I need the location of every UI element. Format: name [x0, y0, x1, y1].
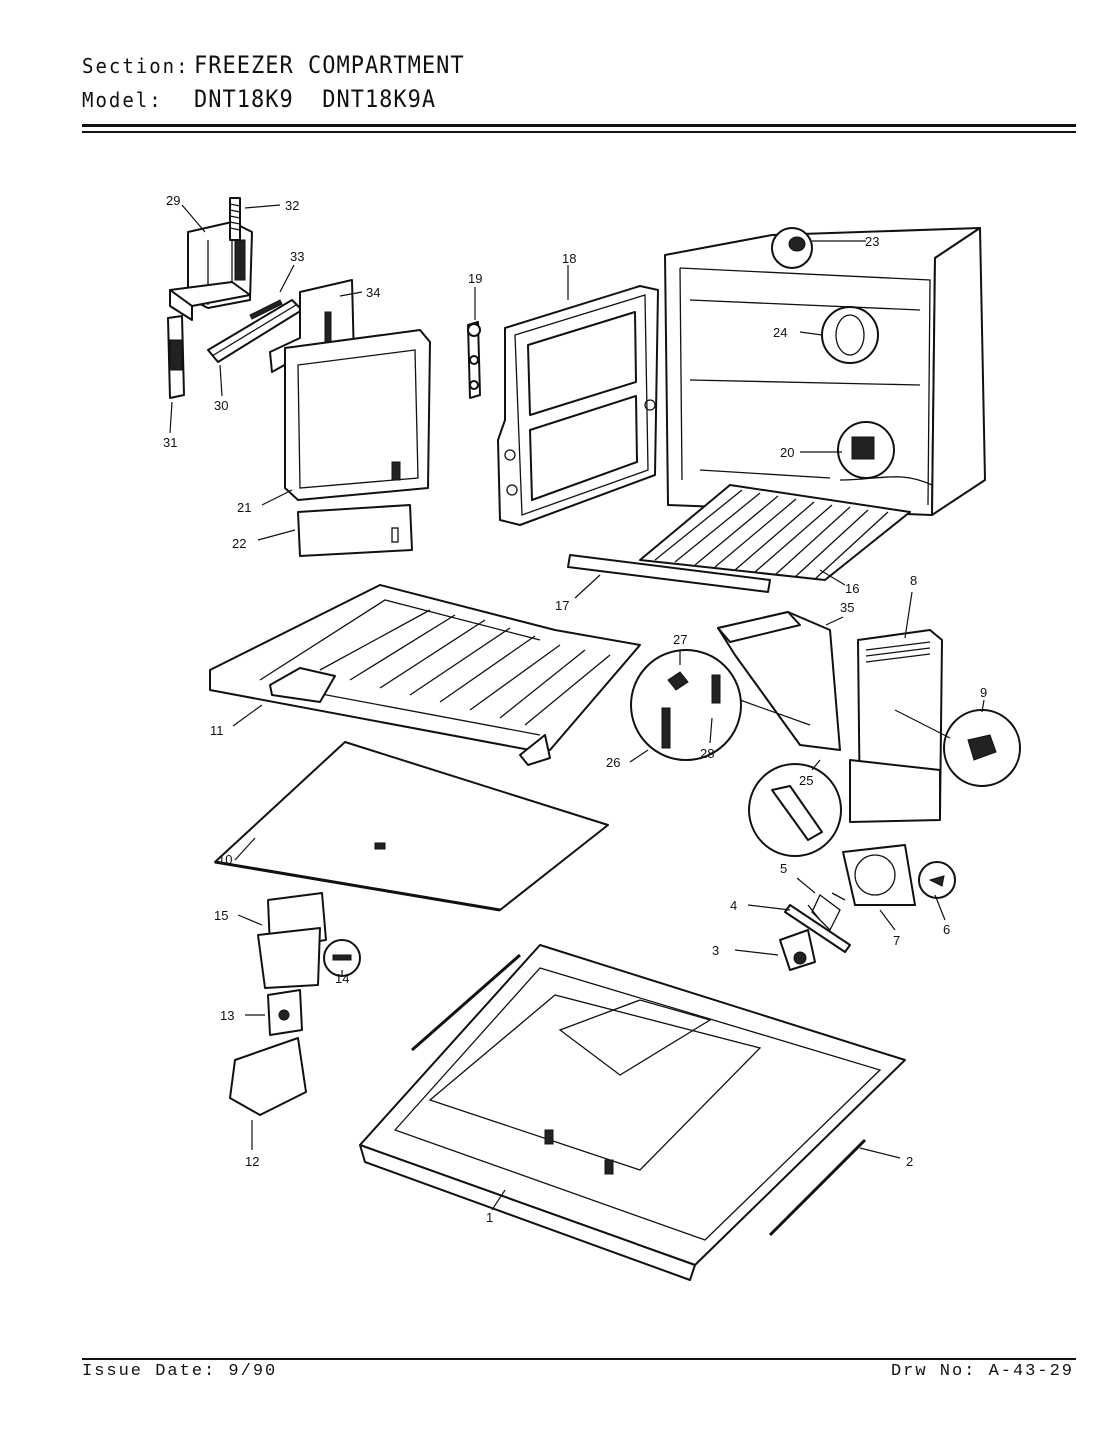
callout-8: 8 [910, 573, 917, 588]
drawing-header: Section:FREEZER COMPARTMENT Model: DNT18K… [82, 48, 465, 116]
callout-9: 9 [980, 685, 987, 700]
callout-19: 19 [468, 271, 482, 286]
callout-6: 6 [943, 922, 950, 937]
callout-10: 10 [218, 852, 232, 867]
callout-5: 5 [780, 861, 787, 876]
freezer-cabinet [664, 227, 986, 516]
callout-12: 12 [245, 1154, 259, 1169]
callout-26: 26 [606, 755, 620, 770]
callout-2: 2 [906, 1154, 913, 1169]
callout-7: 7 [893, 933, 900, 948]
seal-detail-circle [748, 763, 842, 857]
callout-4: 4 [730, 898, 737, 913]
callout-11: 11 [210, 723, 224, 738]
callout-27: 27 [673, 632, 687, 647]
callout-20: 20 [780, 445, 794, 460]
callout-3: 3 [712, 943, 719, 958]
section-label: Section: [82, 54, 190, 79]
freezer-liner [359, 944, 906, 1281]
callout-15: 15 [214, 908, 228, 923]
callout-labels: 1 2 3 4 5 6 7 8 9 10 11 12 13 14 15 16 1… [163, 193, 987, 1225]
callout-33: 33 [290, 249, 304, 264]
air-duct [717, 611, 841, 751]
callout-24: 24 [773, 325, 787, 340]
model-line: Model: DNT18K9 DNT18K9A [82, 82, 465, 119]
callout-23: 23 [865, 234, 879, 249]
callout-31: 31 [163, 435, 177, 450]
fan-motor-assembly [779, 844, 956, 971]
callout-35: 35 [840, 600, 854, 615]
callout-29: 29 [166, 193, 180, 208]
callout-28: 28 [700, 746, 714, 761]
freezer-shelf-tray [209, 584, 641, 766]
callout-16: 16 [845, 581, 859, 596]
door-hinge [467, 321, 481, 399]
callout-30: 30 [214, 398, 228, 413]
callout-13: 13 [220, 1008, 234, 1023]
evaporator-cover [849, 629, 1021, 823]
header-rule-bottom [82, 131, 1076, 133]
wire-shelf [567, 484, 911, 593]
ice-bucket-assembly [229, 892, 361, 1116]
callout-21: 21 [237, 500, 251, 515]
bottom-panel [214, 741, 609, 912]
header-rule-top [82, 124, 1076, 127]
callout-25: 25 [799, 773, 813, 788]
callout-1: 1 [486, 1210, 493, 1225]
callout-14: 14 [335, 971, 349, 986]
section-line: Section:FREEZER COMPARTMENT [82, 48, 465, 85]
drawing-number: Drw No: A-43-29 [890, 1362, 1074, 1381]
section-title: FREEZER COMPARTMENT [194, 52, 465, 80]
model-numbers: DNT18K9 DNT18K9A [194, 86, 437, 114]
callout-17: 17 [555, 598, 569, 613]
callout-leaders [169, 204, 985, 1211]
model-label: Model: [82, 88, 163, 113]
callout-18: 18 [562, 251, 576, 266]
duct-detail-circle [630, 649, 811, 761]
callout-32: 32 [285, 198, 299, 213]
footer-rule [82, 1358, 1076, 1360]
shelf-front-trim [284, 329, 431, 557]
callout-22: 22 [232, 536, 246, 551]
issue-date: Issue Date: 9/90 [82, 1362, 278, 1381]
callout-34: 34 [366, 285, 380, 300]
freezer-door [497, 285, 659, 526]
